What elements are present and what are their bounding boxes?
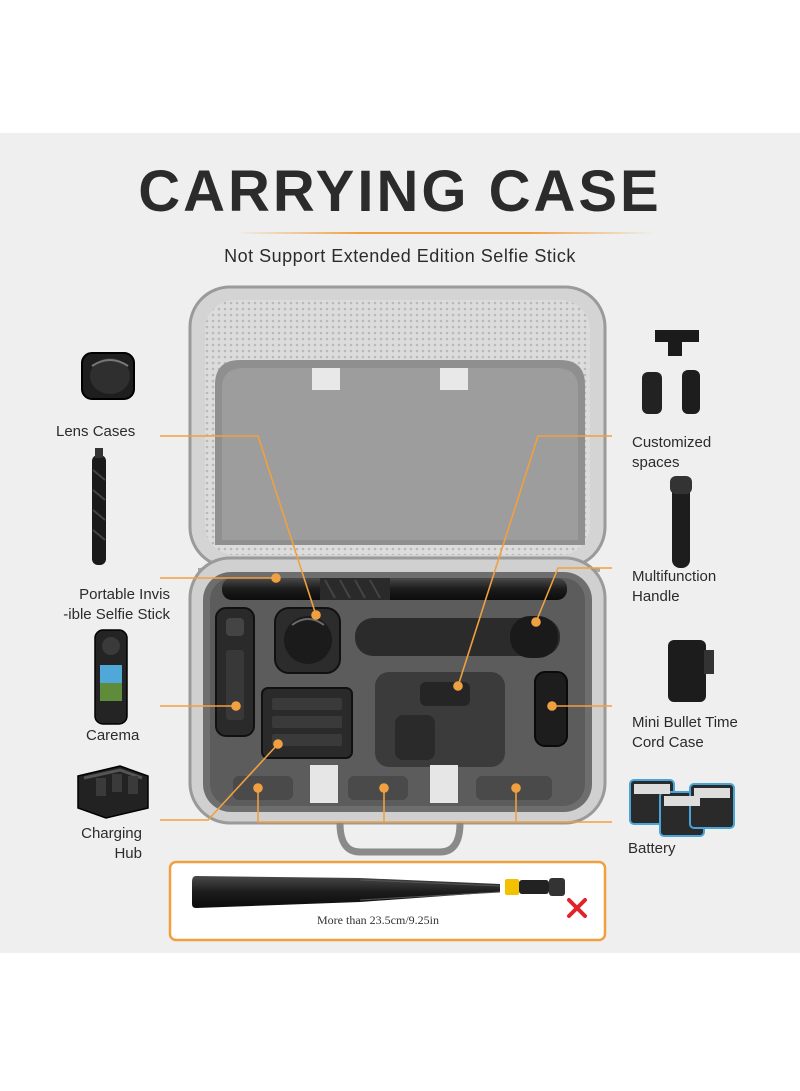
camera-photo xyxy=(94,629,128,725)
label-bullet-time-case: Mini Bullet Time Cord Case xyxy=(632,713,738,753)
page-subtitle: Not Support Extended Edition Selfie Stic… xyxy=(224,246,576,266)
extended-stick-notice xyxy=(168,860,607,942)
base-strap-left xyxy=(310,765,338,803)
label-handle-line2: Handle xyxy=(632,588,680,605)
label-charging-hub-line1: Charging xyxy=(81,825,142,842)
extended-stick xyxy=(192,876,500,908)
customized-mounts-photo xyxy=(642,330,700,414)
label-bullet-line1: Mini Bullet Time xyxy=(632,714,738,731)
label-camera: Carema xyxy=(86,727,140,744)
mini-bullet-photo xyxy=(668,640,714,702)
label-customized-line2: spaces xyxy=(632,454,680,471)
battery-slot-1 xyxy=(233,776,293,800)
label-charging-hub-line2: Hub xyxy=(114,845,142,862)
case-lid-pad xyxy=(222,368,578,540)
lens-cases-photo xyxy=(81,352,135,400)
multifunction-handle-photo xyxy=(670,476,692,568)
label-selfie-stick: Portable Invis -ible Selfie Stick xyxy=(20,585,170,625)
label-lens-cases: Lens Cases xyxy=(56,423,136,440)
label-customized-spaces: Customized spaces xyxy=(632,433,711,473)
lid-strap-right xyxy=(440,368,468,390)
charging-hub-photo xyxy=(77,765,149,819)
label-multifunction-handle: Multifunction Handle xyxy=(632,567,716,607)
label-battery: Battery xyxy=(628,840,676,857)
base-strap-right xyxy=(430,765,458,803)
label-selfie-stick-line1: Portable Invis xyxy=(79,586,170,603)
length-caption: More than 23.5cm/9.25in xyxy=(317,913,439,927)
label-bullet-line2: Cord Case xyxy=(632,734,704,751)
case-handle xyxy=(355,618,560,656)
battery-photo xyxy=(629,779,735,837)
label-handle-line1: Multifunction xyxy=(632,568,717,585)
label-selfie-stick-line2: -ible Selfie Stick xyxy=(63,606,170,623)
title-underline xyxy=(235,232,655,234)
page-title: CARRYING CASE xyxy=(138,159,662,224)
label-customized-line1: Customized xyxy=(632,434,712,451)
battery-slot-2 xyxy=(348,776,408,800)
case-selfie-stick xyxy=(222,578,567,600)
carrying-case xyxy=(188,285,607,856)
red-x-icon xyxy=(567,898,587,918)
stick-yellow-band xyxy=(505,879,519,895)
callout-lines xyxy=(160,435,612,823)
label-charging-hub: Charging Hub xyxy=(40,824,142,864)
selfie-stick-photo xyxy=(92,448,106,565)
lid-strap-left xyxy=(312,368,340,390)
